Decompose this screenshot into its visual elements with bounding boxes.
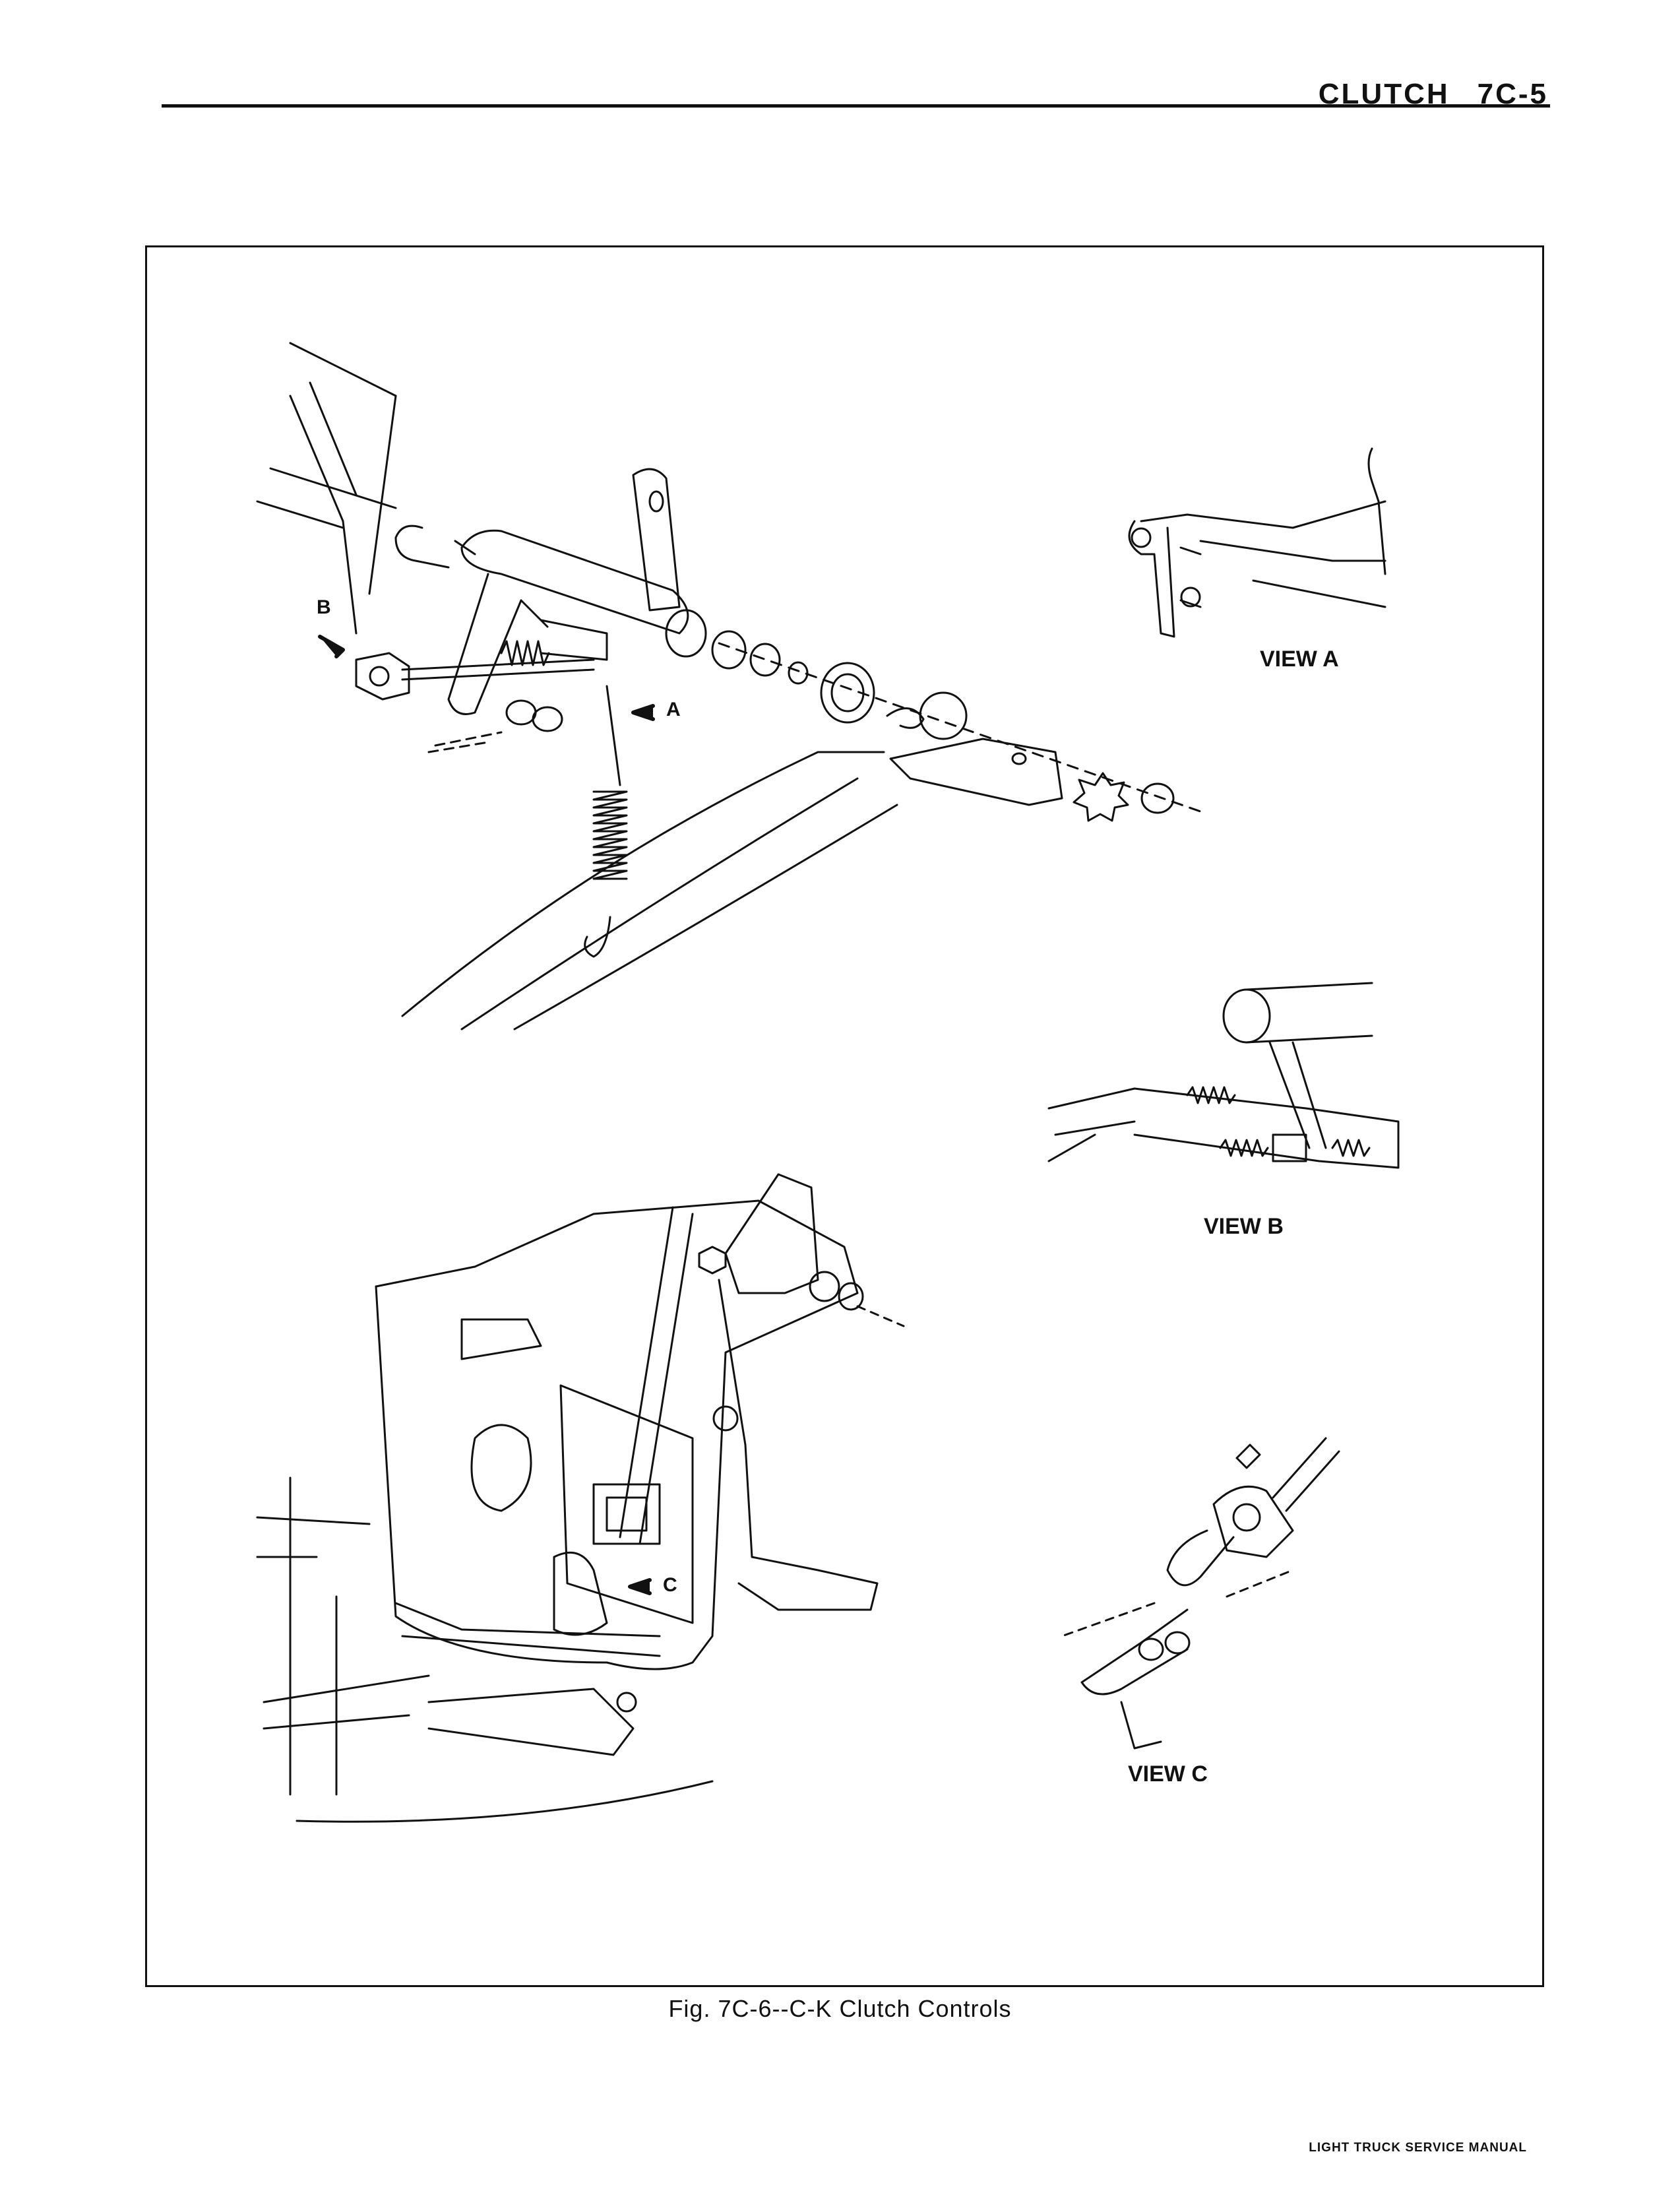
header-rule (162, 104, 1550, 108)
pedal-assembly-drawing (256, 1173, 905, 1823)
figure-frame (145, 245, 1544, 1987)
section-title: CLUTCH (1318, 78, 1450, 110)
view-c-drawing (1061, 1437, 1340, 1750)
view-a-label: VIEW A (1260, 647, 1339, 672)
footer-text: LIGHT TRUCK SERVICE MANUAL (1309, 2141, 1527, 2155)
view-a-drawing (1128, 447, 1386, 638)
callout-b: B (317, 596, 331, 618)
page-header: CLUTCH 7C-5 (1319, 78, 1548, 111)
view-b-drawing (1047, 982, 1400, 1169)
page-number: 7C-5 (1477, 78, 1548, 110)
view-b-label: VIEW B (1204, 1214, 1284, 1239)
callout-a: A (666, 699, 681, 720)
callout-arrows (318, 635, 655, 1595)
view-c-label: VIEW C (1128, 1761, 1208, 1787)
figure-caption: Fig. 7C-6--C-K Clutch Controls (668, 1995, 1012, 2022)
callout-c: C (663, 1574, 677, 1596)
main-linkage-drawing (256, 342, 1202, 1030)
